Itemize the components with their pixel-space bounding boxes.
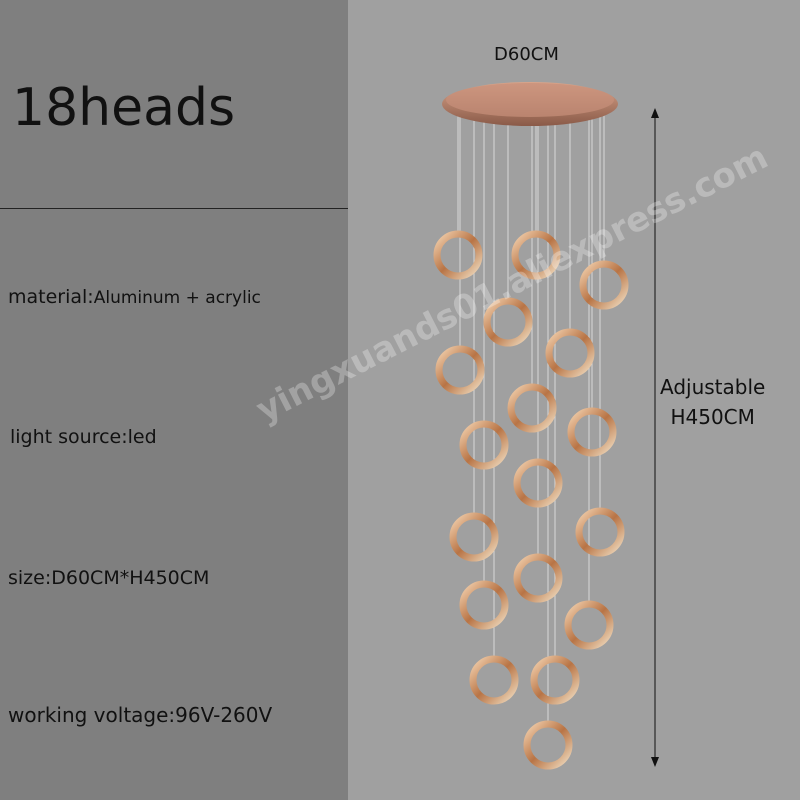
ring-light bbox=[507, 383, 557, 433]
ring-light bbox=[459, 580, 509, 630]
ring-light bbox=[511, 230, 561, 280]
ring-light bbox=[575, 507, 625, 557]
ring-light bbox=[530, 655, 580, 705]
diameter-label: D60CM bbox=[494, 44, 559, 65]
height-label-line1: Adjustable bbox=[660, 375, 766, 399]
spec-voltage: working voltage:96V-260V bbox=[8, 703, 273, 727]
ring-light bbox=[513, 553, 563, 603]
spec-size: size:D60CM*H450CM bbox=[8, 567, 210, 589]
ring-light bbox=[469, 655, 519, 705]
ring-light bbox=[545, 328, 595, 378]
ring-light bbox=[449, 512, 499, 562]
ring-light bbox=[567, 407, 617, 457]
ring-light bbox=[579, 260, 629, 310]
spec-light-source: light source:led bbox=[10, 426, 157, 448]
divider bbox=[0, 208, 348, 209]
ring-light bbox=[433, 230, 483, 280]
ring-light bbox=[513, 458, 563, 508]
spec-material: material:Aluminum + acrylic bbox=[8, 286, 261, 308]
ring-light bbox=[459, 420, 509, 470]
material-label: material: bbox=[8, 286, 94, 308]
ring-light bbox=[435, 345, 485, 395]
height-arrow bbox=[651, 108, 659, 767]
product-title: 18heads bbox=[12, 78, 236, 138]
material-value: Aluminum + acrylic bbox=[93, 288, 261, 308]
height-label-line2: H450CM bbox=[670, 405, 755, 429]
ring-light bbox=[564, 600, 614, 650]
ring-light bbox=[523, 720, 573, 770]
spec-panel bbox=[0, 0, 348, 800]
ring-light bbox=[483, 297, 533, 347]
